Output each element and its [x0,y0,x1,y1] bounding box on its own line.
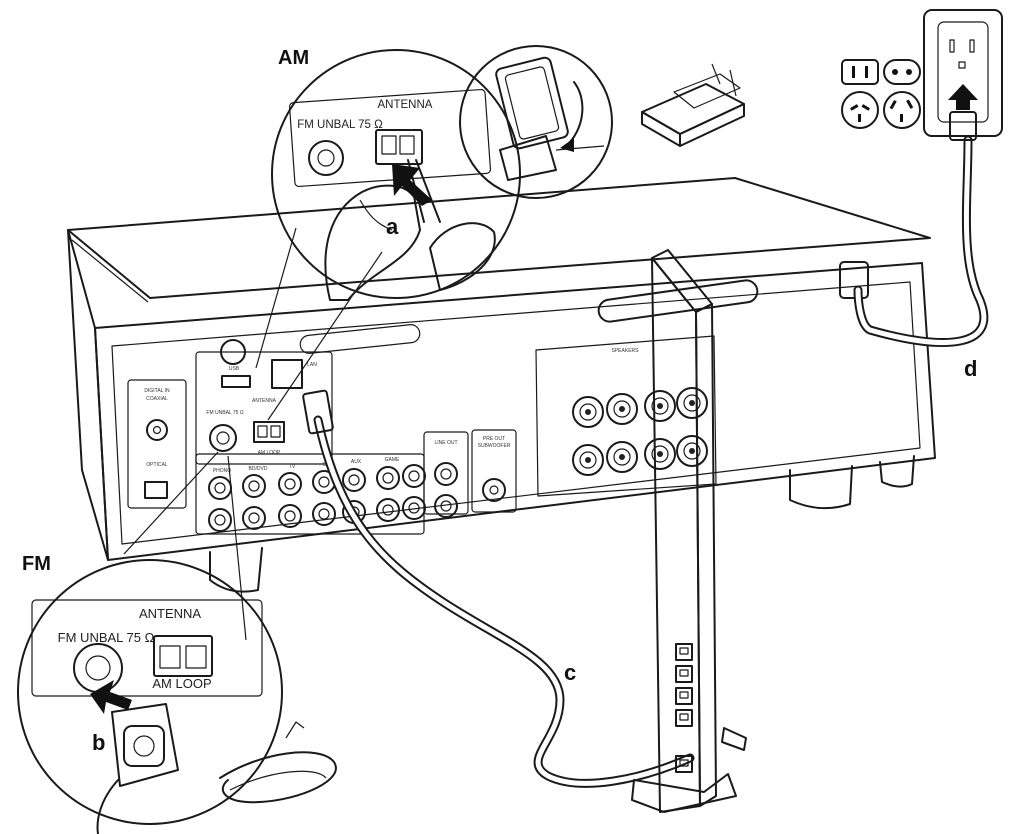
speaker-binding-post[interactable] [606,393,638,425]
subwoofer-label: SUBWOOFER [478,443,511,449]
digital-in-panel: DIGITAL IN COAXIAL OPTICAL [127,379,187,509]
rca-jack[interactable] [376,498,400,522]
router-lan-port[interactable] [675,665,693,683]
optical-jack[interactable] [144,481,168,499]
pre-out-label: PRE OUT [483,436,505,442]
rca-jack[interactable] [208,508,232,532]
callout-a-label: a [386,214,399,239]
insert-arrow-icon [948,84,978,110]
speakers-panel: SPEAKERS [535,335,717,497]
speaker-binding-post[interactable] [572,396,604,428]
usb-port[interactable] [221,375,251,388]
plug-type-c-icon [883,59,921,85]
callout-d-label: d [964,356,977,381]
am-loop-antenna [641,63,745,147]
callout-c-label: c [564,660,576,685]
power-plug [949,111,977,141]
wall-outlet [923,9,1003,141]
rca-jack[interactable] [342,468,366,492]
am-zoom-callout: ANTENNA FM UNBAL 75 Ω [255,49,521,421]
rca-jack[interactable] [376,466,400,490]
speaker-binding-post[interactable] [572,444,604,476]
callout-fm-label: FM [22,553,51,575]
speaker-binding-post[interactable] [606,441,638,473]
lan-port[interactable] [271,359,303,389]
panel-fm-jack[interactable] [209,424,237,452]
panel-am-terminal[interactable] [253,421,285,443]
coaxial-label: COAXIAL [146,396,168,402]
speaker-binding-post[interactable] [644,438,676,470]
router-lan-port[interactable] [675,687,693,705]
panel-am-loop-label: AM LOOP [258,450,281,456]
panel-fm-unbal-label: FM UNBAL 75 Ω [206,410,243,416]
fm-zoom-antenna-label: ANTENNA [139,606,201,621]
speaker-binding-post[interactable] [676,387,708,419]
bd-dvd-label: BD/DVD [249,466,268,472]
rca-jack[interactable] [402,496,426,520]
outputs-panel: LINE OUT PRE OUT SUBWOOFER [423,429,517,515]
rca-jack[interactable] [278,472,302,496]
rca-jack[interactable] [242,474,266,498]
am-zoom-fm-unbal-label: FM UNBAL 75 Ω [297,119,383,131]
rca-jack[interactable] [278,504,302,528]
rca-jack[interactable] [434,494,458,518]
plug-type-icons [841,59,921,129]
callout-b-label: b [92,730,105,755]
line-out-label: LINE OUT [434,440,457,446]
router-lan-port[interactable] [675,643,693,661]
router-lan-port[interactable] [675,709,693,727]
panel-antenna-label: ANTENNA [252,398,277,404]
optical-label: OPTICAL [146,462,168,468]
fm-zoom-am-loop-label: AM LOOP [152,676,211,691]
speakers-label: SPEAKERS [612,348,640,354]
digital-in-label: DIGITAL IN [144,388,170,394]
speaker-terminals [572,387,708,476]
lan-label: LAN [307,362,317,368]
av-receiver: DIGITAL IN COAXIAL OPTICAL USB LAN ANTEN… [67,177,936,593]
subwoofer-jack[interactable] [482,478,506,502]
am-loop-antenna-callout [459,45,613,199]
rca-jack[interactable] [208,476,232,500]
callout-am-label: AM [278,47,309,69]
router-ports [675,643,693,773]
rca-jack[interactable] [402,464,426,488]
rca-jack[interactable] [242,506,266,530]
cables [302,135,989,788]
rca-jack[interactable] [312,502,336,526]
coaxial-jack[interactable] [146,419,168,441]
router-wan-port[interactable] [675,755,693,773]
plug-type-i-icon [841,91,879,129]
speaker-binding-post[interactable] [676,435,708,467]
speaker-binding-post[interactable] [644,390,676,422]
tv-label: TV [289,464,296,470]
game-label: GAME [385,457,400,463]
phono-label: PHONO [213,468,231,474]
usb-label: USB [229,366,240,372]
rca-jack[interactable] [434,462,458,486]
fm-insert-arrow-icon [90,680,132,714]
plug-type-a-icon [841,59,879,85]
aux-label: AUX [351,459,362,465]
fm-zoom-fm-unbal-label: FM UNBAL 75 Ω [58,630,155,645]
am-insert-arrow-icon [392,164,432,206]
network-antenna-panel: USB LAN ANTENNA FM UNBAL 75 Ω AM LOOP [195,351,333,465]
am-zoom-antenna-label: ANTENNA [378,99,433,111]
network-router [631,249,747,813]
plug-type-o-icon [883,91,921,129]
fm-zoom-callout: ANTENNA FM UNBAL 75 Ω AM LOOP [17,451,337,834]
